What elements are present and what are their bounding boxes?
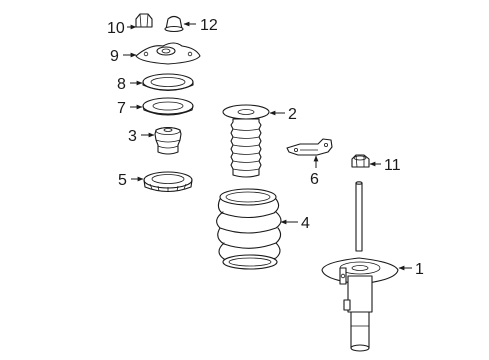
callout-5: 5 xyxy=(118,172,127,189)
part-12-cap xyxy=(164,15,184,33)
part-11-nut xyxy=(351,154,370,168)
part-1-strut xyxy=(321,181,399,352)
part-9-upper-mount xyxy=(135,42,201,65)
callout-11: 11 xyxy=(384,157,401,174)
callout-6: 6 xyxy=(310,171,319,188)
callout-8: 8 xyxy=(117,76,126,93)
callout-2: 2 xyxy=(288,106,297,123)
part-7-upper-seat xyxy=(142,97,194,116)
part-4-coil-spring xyxy=(216,188,282,270)
callout-10: 10 xyxy=(107,20,125,37)
callout-12: 12 xyxy=(200,17,218,34)
callout-9: 9 xyxy=(110,48,119,65)
callout-4: 4 xyxy=(301,215,310,232)
part-2-dust-boot xyxy=(222,104,270,178)
callout-3: 3 xyxy=(128,128,137,145)
callout-7: 7 xyxy=(117,100,126,117)
part-5-isolator xyxy=(143,171,193,193)
part-8-bearing xyxy=(142,73,194,92)
part-3-bumper xyxy=(154,126,182,155)
part-6-bracket xyxy=(286,138,333,156)
part-10-nut xyxy=(135,13,153,28)
callout-1: 1 xyxy=(415,261,424,278)
